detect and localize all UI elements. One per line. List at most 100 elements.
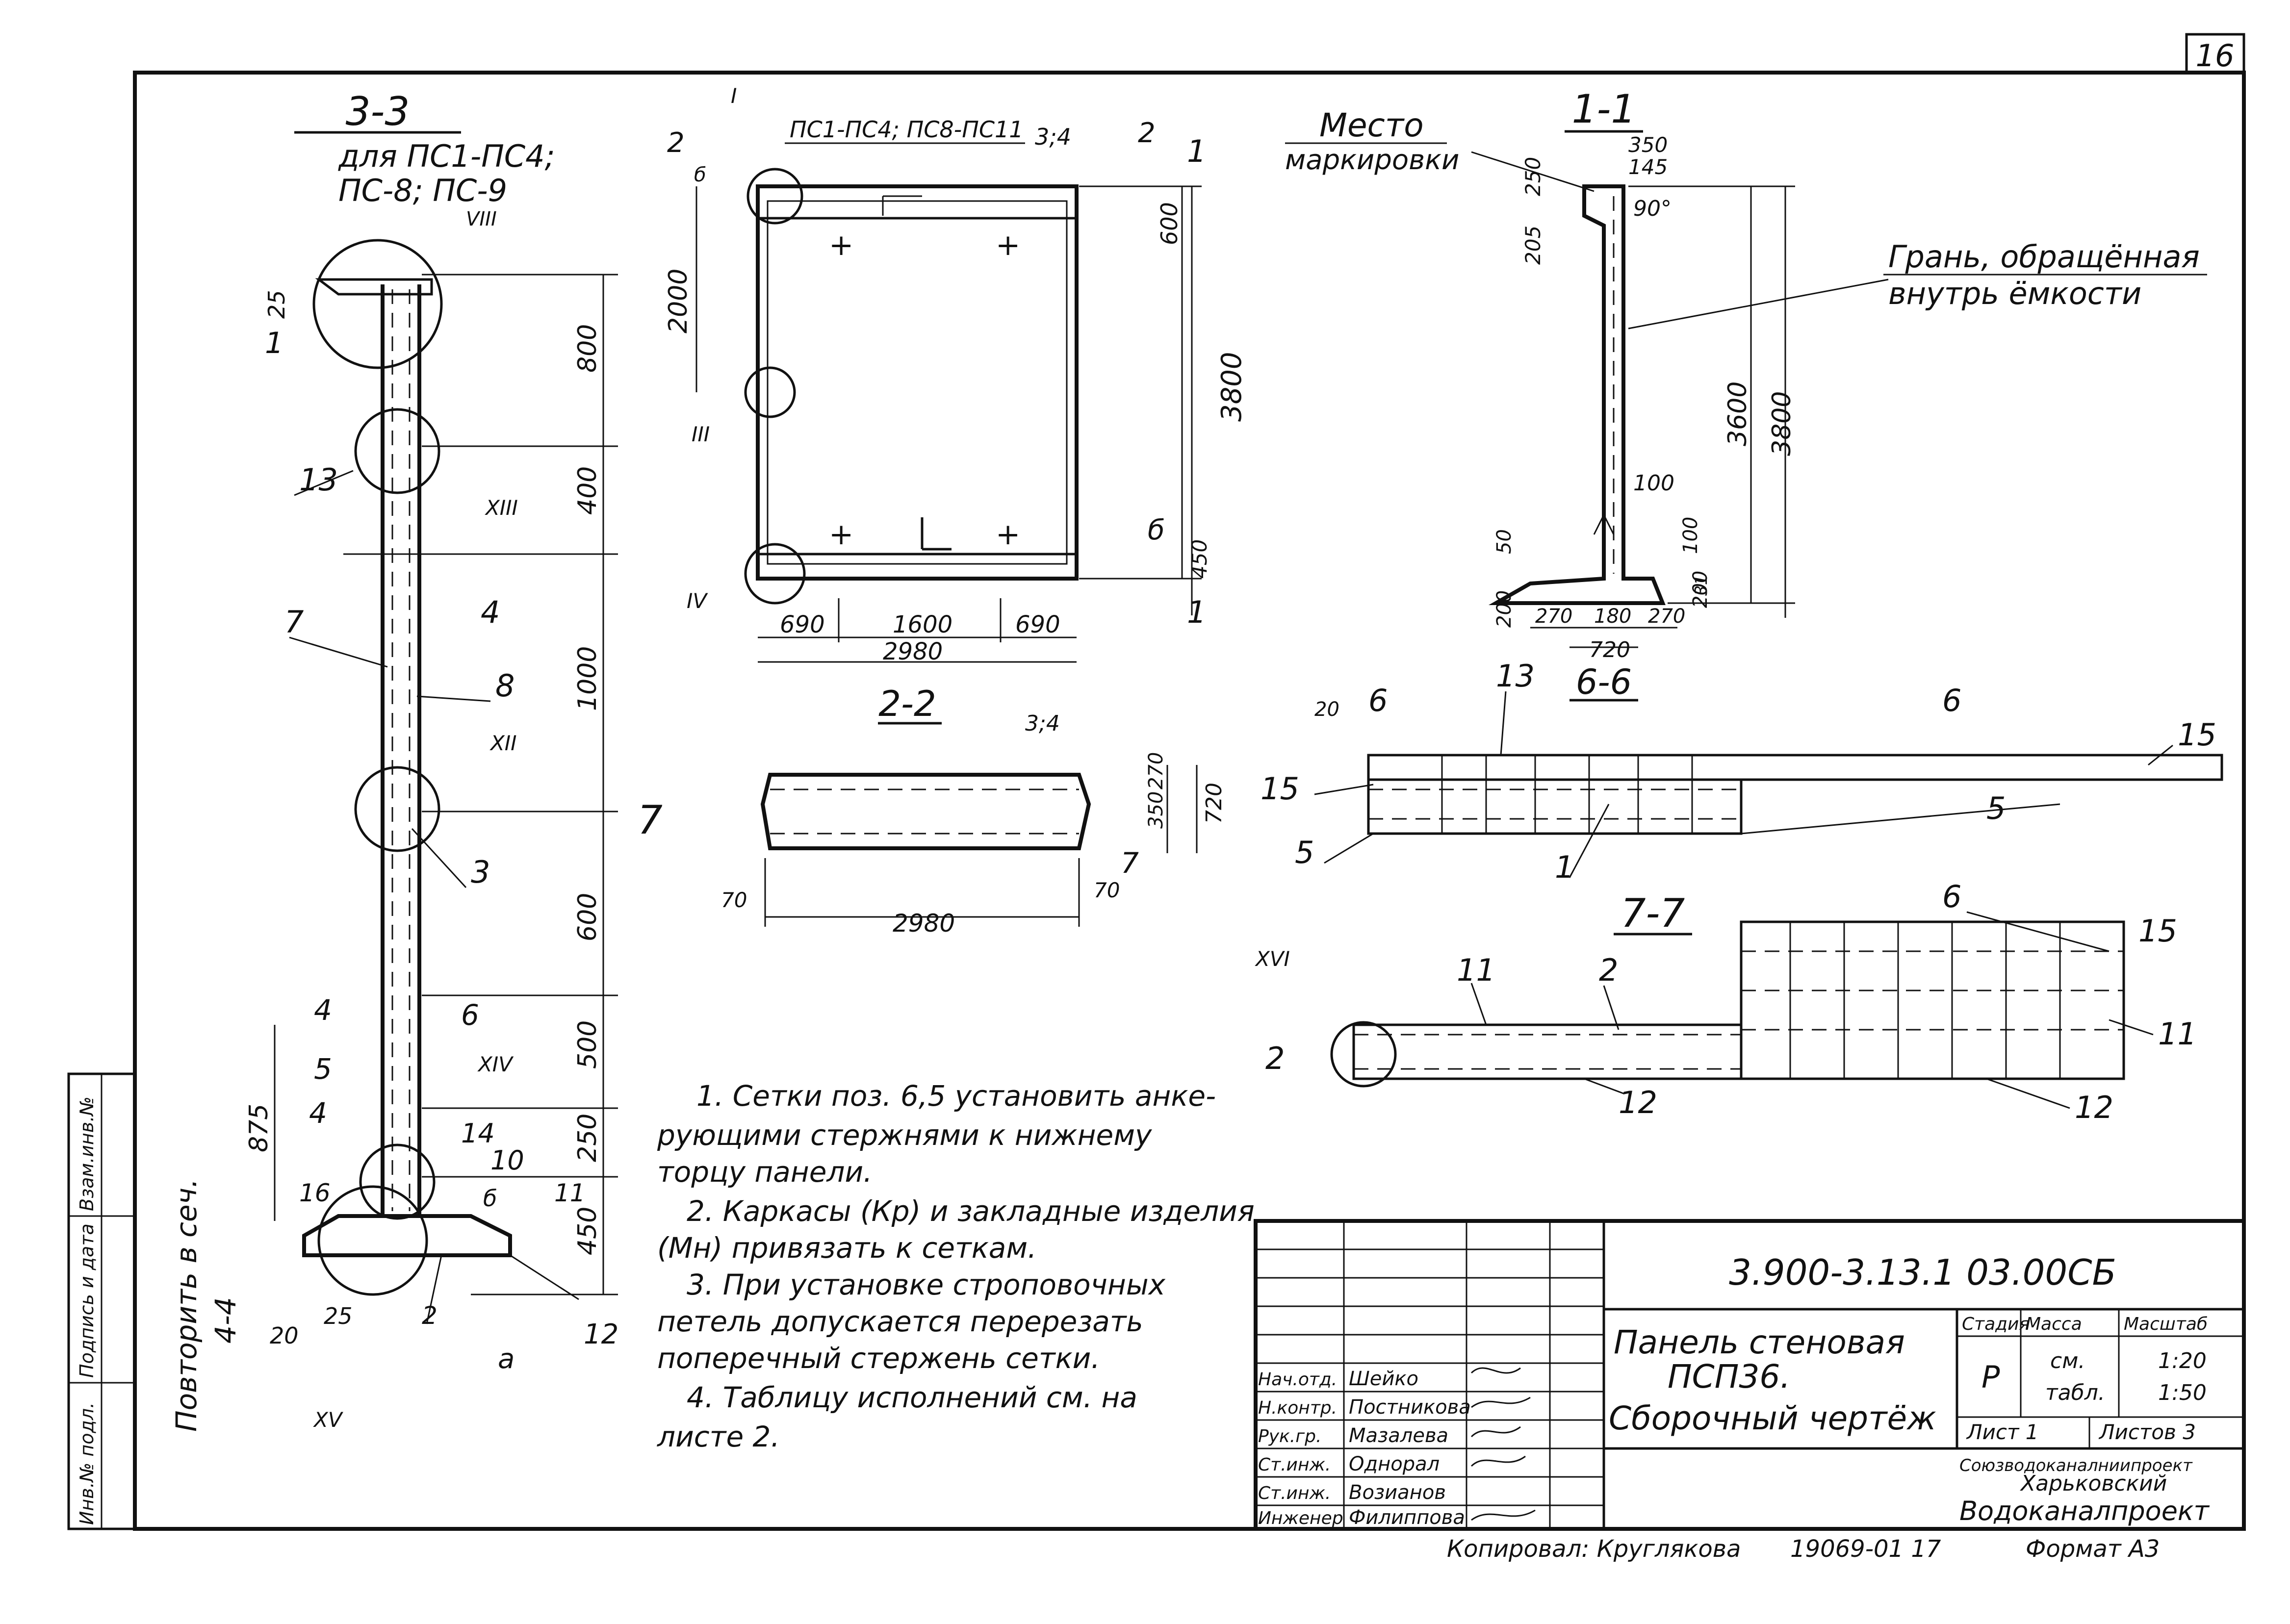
dim-33-500: 500 xyxy=(573,1020,602,1069)
callout-xv: XV xyxy=(313,1408,344,1432)
sig-role-6: Инженер xyxy=(1258,1508,1343,1528)
page-number: 16 xyxy=(2196,38,2235,74)
dim-33-a: а xyxy=(498,1343,515,1375)
cross-mark-1: + xyxy=(829,228,853,262)
signature-scribble-2 xyxy=(1471,1396,1531,1408)
dim-fv-600: 600 xyxy=(1156,202,1183,245)
face-label-2: внутрь ёмкости xyxy=(1888,276,2141,311)
cross-mark-2: + xyxy=(996,228,1020,262)
callout-66-1: 1 xyxy=(1555,849,1574,885)
dim-11-205: 205 xyxy=(1521,226,1545,265)
stage-value: Р xyxy=(1981,1359,2000,1395)
page-number-box xyxy=(2185,33,2245,74)
stage-header: Стадия xyxy=(1962,1314,2030,1334)
dim-33-600: 600 xyxy=(573,893,602,941)
dim-33-875: 875 xyxy=(244,1104,274,1152)
callout-6: 6 xyxy=(461,998,479,1032)
callout-xiii: XIII xyxy=(485,496,518,520)
callout-66-5b: 5 xyxy=(1986,790,2006,826)
dim-33-800: 800 xyxy=(573,324,602,373)
callout-7: 7 xyxy=(284,604,304,640)
callout-77-2b: 2 xyxy=(1599,952,1618,988)
dim-fv-2000: 2000 xyxy=(664,269,693,333)
section-33-sub1: для ПС1-ПС4; xyxy=(338,138,555,174)
section-6-6: 6-6 20 6 13 6 15 15 5 5 1 xyxy=(1261,658,2223,885)
dim-fv-690a: 690 xyxy=(780,611,825,638)
side-stamp-inv: Инв.№ подл. xyxy=(76,1402,98,1525)
sheet-frame xyxy=(133,71,2246,1531)
note-line-10: листе 2. xyxy=(657,1420,780,1453)
callout-77-xvi: XVI xyxy=(1255,947,1290,971)
sheet-label: Лист 1 xyxy=(1966,1420,2039,1444)
callout-77-12a: 12 xyxy=(1619,1085,1657,1120)
callout-4c: 4 xyxy=(309,1096,327,1130)
dim-22-70a: 70 xyxy=(721,888,747,912)
dim-11-145: 145 xyxy=(1628,155,1668,179)
dim-11-angle: 90° xyxy=(1633,196,1672,221)
signature-scribble-4 xyxy=(1470,1455,1526,1467)
front-view: ПС1-ПС4; ПС8-ПС11 3;4 + + + + 2000 600 3… xyxy=(664,84,1248,665)
dim-33-400: 400 xyxy=(573,466,602,515)
drawing-designation: 3.900-3.13.1 03.00СБ xyxy=(1729,1252,2116,1293)
callout-22-7a: 7 xyxy=(638,797,663,843)
callout-fv-2a: 2 xyxy=(667,127,685,159)
callout-22-7b: 7 xyxy=(1121,846,1139,880)
note-line-5: (Мн) привязать к сеткам. xyxy=(657,1231,1037,1265)
note-line-3: торцу панели. xyxy=(657,1155,873,1189)
sheet-format: Формат А3 xyxy=(2026,1535,2160,1563)
note-line-2: рующими стержнями к нижнему xyxy=(657,1118,1152,1152)
sig-name-3: Мазалева xyxy=(1349,1424,1448,1447)
dim-11-3600: 3600 xyxy=(1723,381,1752,446)
callout-77-11a: 11 xyxy=(1457,952,1495,988)
dim-fv-1600: 1600 xyxy=(893,611,952,638)
callout-66-6b: 6 xyxy=(1942,683,1961,718)
dim-fv-690b: 690 xyxy=(1015,611,1060,638)
callout-fv-1b: 1 xyxy=(1187,594,1206,630)
callout-77-6: 6 xyxy=(1942,879,1961,914)
org-line-3: Водоканалпроект xyxy=(1959,1496,2210,1526)
side-stamp-replace: Взам.инв.№ xyxy=(76,1096,98,1211)
callout-5: 5 xyxy=(314,1052,332,1086)
signature-scribble-5 xyxy=(1471,1509,1536,1521)
dim-22-720: 720 xyxy=(1202,783,1227,824)
callout-77-15: 15 xyxy=(2138,913,2177,949)
callout-77-2a: 2 xyxy=(1265,1040,1285,1076)
callout-10: 10 xyxy=(490,1145,524,1176)
dim-33-20: 20 xyxy=(270,1322,299,1349)
dim-33-250: 250 xyxy=(573,1114,602,1162)
mass-value-1: см. xyxy=(2050,1348,2085,1373)
callout-14: 14 xyxy=(461,1118,495,1149)
dim-11-270a: 270 xyxy=(1535,605,1572,628)
dim-11-50: 50 xyxy=(1493,529,1516,554)
callout-fv-i: I xyxy=(731,84,737,108)
marking-label-2: маркировки xyxy=(1285,144,1459,176)
cross-mark-3: + xyxy=(829,517,853,552)
dim-11-720: 720 xyxy=(1589,637,1630,662)
sig-role-4: Ст.инж. xyxy=(1258,1455,1331,1475)
sig-name-1: Шейко xyxy=(1349,1368,1418,1390)
dim-11-100a: 100 xyxy=(1633,471,1674,496)
note-line-7: петель допускается перерезать xyxy=(657,1305,1143,1338)
sig-role-3: Рук.гр. xyxy=(1258,1426,1321,1446)
callout-77-11b: 11 xyxy=(2158,1016,2197,1052)
mass-header: Масса xyxy=(2026,1314,2082,1334)
panel-outline xyxy=(756,184,1079,581)
callout-fv-1a: 1 xyxy=(1187,133,1206,169)
dim-11-200b: 200 xyxy=(1493,590,1516,628)
section-77-title: 7-7 xyxy=(1621,890,1685,936)
dim-22-2980: 2980 xyxy=(893,909,955,938)
dim-11-3800: 3800 xyxy=(1767,391,1797,456)
title-line-3: Сборочный чертёж xyxy=(1609,1399,1936,1437)
note-line-1: 1. Сетки поз. 6,5 установить анке- xyxy=(696,1079,1216,1113)
callout-11: 11 xyxy=(554,1179,586,1207)
dim-11-31: 31 xyxy=(1692,575,1711,596)
callout-fv-iv: IV xyxy=(687,589,708,613)
section-33-sub2: ПС-8; ПС-9 xyxy=(338,173,507,208)
dim-11-180: 180 xyxy=(1594,605,1631,628)
dim-33-450: 450 xyxy=(573,1207,602,1255)
repeat-note-1: Повторить в сеч. xyxy=(170,1179,203,1432)
signature-scribble-1 xyxy=(1470,1367,1521,1374)
dim-33-1000: 1000 xyxy=(573,646,602,711)
front-view-ref: 3;4 xyxy=(1035,124,1071,150)
